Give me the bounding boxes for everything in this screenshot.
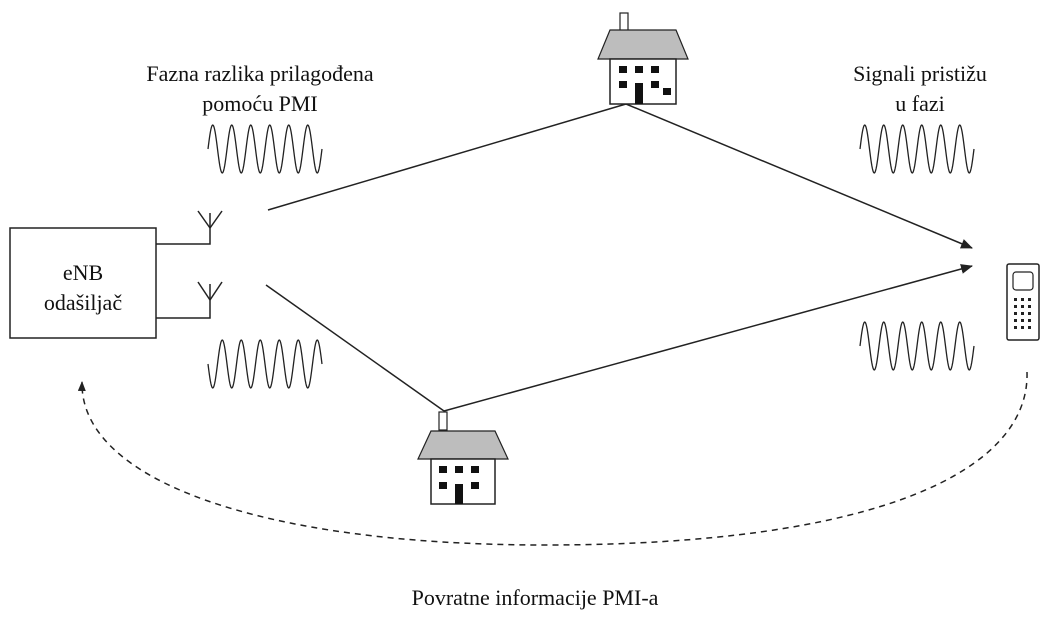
path-house-to-phone-lower [443, 264, 973, 412]
mobile-phone-icon [1006, 263, 1040, 341]
phase-difference-label-line2: pomoću PMI [202, 91, 318, 116]
signals-arrive-label-line2: u fazi [895, 91, 945, 116]
waveform-phase-adjusted-upper [207, 124, 323, 174]
signals-arrive-label-line1: Signali pristižu [853, 61, 987, 86]
antenna-lower-icon [197, 281, 223, 301]
enb-label-line2: odašiljač [43, 290, 123, 315]
antenna-feed-upper [156, 228, 211, 245]
waveform-phase-adjusted-lower [207, 339, 323, 389]
enb-label-line1: eNB [62, 260, 104, 285]
waveform-in-phase-lower [859, 321, 975, 371]
path-upper-to-house [267, 103, 627, 211]
path-house-to-phone-upper [625, 103, 973, 249]
pmi-feedback-label: Povratne informacije PMI-a [411, 585, 659, 610]
phase-difference-label: Fazna razlika prilagođena pomoću PMI [100, 59, 420, 119]
enb-transmitter-label: eNB odašiljač [10, 258, 156, 318]
enb-transmitter-box [9, 227, 157, 339]
waveform-in-phase-upper [859, 124, 975, 174]
antenna-feed-lower [156, 300, 211, 319]
signals-arrive-label: Signali pristižu u fazi [800, 59, 1040, 119]
house-bottom-icon [417, 411, 509, 505]
phase-difference-label-line1: Fazna razlika prilagođena [146, 61, 374, 86]
path-lower-to-house [265, 284, 445, 412]
house-top-icon [597, 12, 689, 105]
antenna-upper-icon [197, 210, 223, 229]
feedback-dashed-arc [77, 371, 1028, 546]
